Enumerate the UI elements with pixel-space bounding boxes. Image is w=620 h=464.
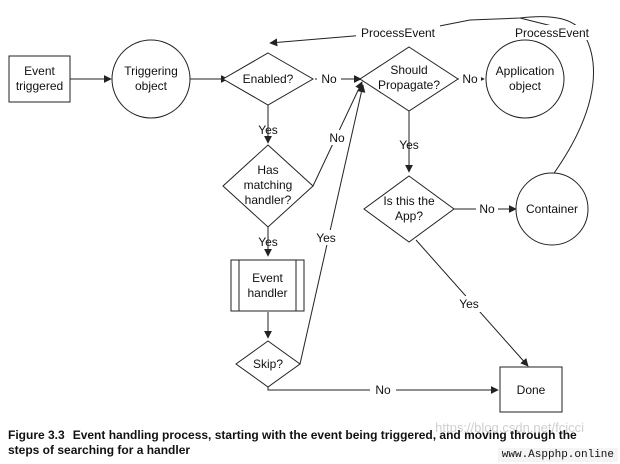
node-has-matching-handler-line1: Has	[257, 163, 278, 177]
label-propagate-yes: Yes	[399, 138, 419, 152]
node-container: Container	[515, 172, 589, 246]
label-processevent-left: ProcessEvent	[361, 26, 436, 40]
edge-skip-yes-to-propagate	[299, 84, 366, 365]
label-skip-yes: Yes	[316, 231, 336, 245]
watermark: https://blog.csdn.net/fcicci	[435, 420, 584, 435]
flowchart: No Yes No Yes Yes No No Yes No Yes Proce…	[8, 16, 594, 413]
node-enabled: Enabled?	[222, 52, 314, 106]
label-is-app-no: No	[479, 202, 495, 216]
node-application-object: Application object	[485, 39, 565, 119]
label-propagate-no: No	[462, 72, 478, 86]
figure-number: Figure 3.3	[8, 428, 65, 442]
node-event-triggered: Event triggered	[8, 55, 71, 103]
label-enabled-yes: Yes	[258, 123, 278, 137]
label-skip-no: No	[375, 383, 391, 397]
label-is-app-yes: Yes	[459, 297, 479, 311]
node-application-object-line1: Application	[496, 64, 555, 78]
label-processevent-right: ProcessEvent	[515, 26, 590, 40]
node-event-triggered-line2: triggered	[16, 79, 63, 93]
node-enabled-label: Enabled?	[243, 72, 294, 86]
node-has-matching-handler-line3: handler?	[245, 193, 292, 207]
node-has-matching-handler: Has matching handler?	[222, 144, 314, 228]
node-application-object-line2: object	[509, 79, 542, 93]
label-enabled-no: No	[321, 72, 337, 86]
node-triggering-object-line2: object	[135, 79, 168, 93]
edge-processevent-connector	[519, 17, 553, 27]
node-triggering-object-line1: Triggering	[124, 64, 178, 78]
label-handler-no: No	[329, 131, 345, 145]
figure-caption-text: Event handling process, starting with th…	[8, 428, 577, 457]
node-should-propagate: Should Propagate?	[359, 46, 459, 112]
node-container-label: Container	[526, 202, 578, 216]
node-triggering-object: Triggering object	[111, 39, 191, 119]
node-has-matching-handler-line2: matching	[244, 178, 293, 192]
site-badge: www.Aspphp.online	[497, 448, 618, 462]
node-skip: Skip?	[235, 340, 301, 388]
node-is-this-the-app: Is this the App?	[363, 175, 455, 243]
node-skip-label: Skip?	[253, 357, 283, 371]
node-done-label: Done	[517, 383, 546, 397]
node-done: Done	[499, 366, 563, 413]
node-should-propagate-line2: Propagate?	[378, 78, 440, 92]
node-event-handler: Event handler	[230, 259, 305, 312]
edge-labels: No Yes No Yes Yes No No Yes No Yes Proce…	[258, 25, 594, 398]
node-should-propagate-line1: Should	[390, 63, 427, 77]
node-event-handler-line1: Event	[252, 271, 283, 285]
node-event-triggered-line1: Event	[24, 64, 55, 78]
node-event-handler-line2: handler	[247, 286, 287, 300]
node-is-this-the-app-line1: Is this the	[383, 194, 435, 208]
node-is-this-the-app-line2: App?	[395, 209, 423, 223]
label-handler-yes: Yes	[258, 235, 278, 249]
